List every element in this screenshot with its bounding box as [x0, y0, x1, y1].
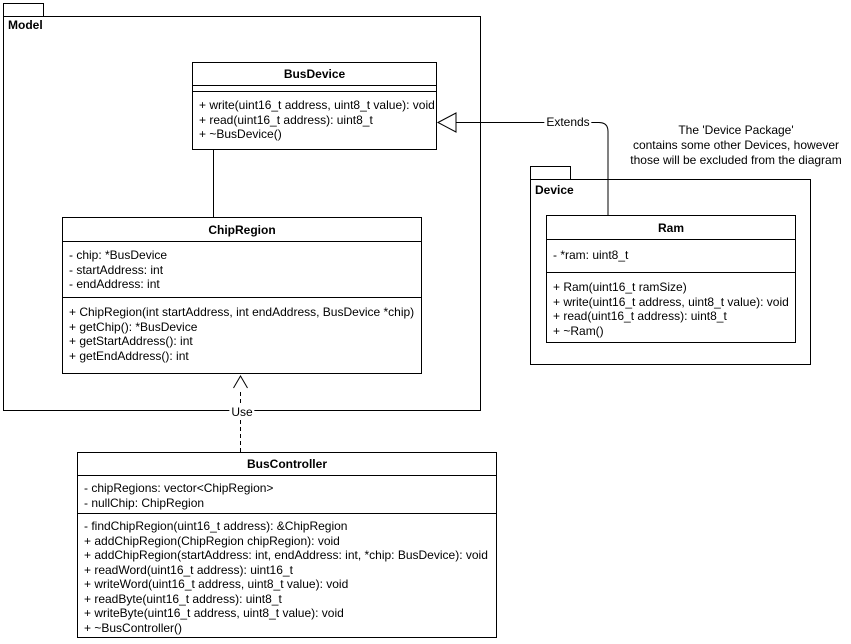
class-chipregion-attributes: - chip: *BusDevice - startAddress: int -… — [63, 242, 421, 298]
method-row: + ChipRegion(int startAddress, int endAd… — [69, 305, 415, 319]
method-row: + writeWord(uint16_t address, uint8_t va… — [84, 577, 349, 591]
method-row: + readWord(uint16_t address): uint16_t — [84, 562, 293, 577]
note-line: The 'Device Package' — [678, 123, 794, 137]
attribute-row: - chipRegions: vector<ChipRegion> — [84, 481, 274, 495]
method-row: + getStartAddress(): int — [69, 334, 193, 348]
method-row: + read(uint16_t address): uint8_t — [553, 309, 727, 323]
method-row: - findChipRegion(uint16_t address): &Chi… — [84, 519, 348, 533]
class-busdevice-title: BusDevice — [193, 63, 436, 86]
class-busdevice: BusDevice + write(uint16_t address, uint… — [192, 62, 437, 150]
class-busdevice-methods: + write(uint16_t address, uint8_t value)… — [193, 92, 436, 149]
note-text: The 'Device Package' contains some other… — [626, 123, 846, 168]
attribute-row: - endAddress: int — [69, 277, 160, 291]
method-row: + readByte(uint16_t address): uint8_t — [84, 591, 282, 606]
method-row: + addChipRegion(startAddress: int, endAd… — [84, 548, 488, 562]
note-line: those will be excluded from the diagram — [630, 153, 842, 167]
class-chipregion: ChipRegion - chip: *BusDevice - startAdd… — [62, 217, 422, 374]
method-row: + write(uint16_t address, uint8_t value)… — [553, 294, 789, 309]
note-line: contains some other Devices, however — [632, 138, 840, 152]
class-ram-attributes: - *ram: uint8_t — [547, 240, 795, 273]
method-row: + ~BusDevice() — [199, 127, 282, 141]
method-row: + Ram(uint16_t ramSize) — [553, 280, 687, 294]
class-chipregion-title: ChipRegion — [63, 218, 421, 242]
class-ram-methods: + Ram(uint16_t ramSize) + write(uint16_t… — [547, 273, 795, 342]
model-package-label: Model — [8, 18, 43, 32]
method-row: + addChipRegion(ChipRegion chipRegion): … — [84, 533, 340, 548]
class-busdevice-attributes — [193, 86, 436, 92]
model-package-tab — [3, 3, 44, 17]
device-package-label: Device — [535, 183, 574, 197]
class-chipregion-methods: + ChipRegion(int startAddress, int endAd… — [63, 298, 421, 373]
method-row: + getEndAddress(): int — [69, 348, 189, 363]
method-row: + writeByte(uint16_t address, uint8_t va… — [84, 606, 344, 620]
method-row: + ~BusController() — [84, 620, 183, 635]
method-row: + read(uint16_t address): uint8_t — [199, 112, 373, 127]
method-row: + write(uint16_t address, uint8_t value)… — [199, 98, 435, 112]
class-buscontroller-title: BusController — [78, 453, 496, 476]
extends-edge-label: Extends — [544, 115, 592, 129]
class-buscontroller-methods: - findChipRegion(uint16_t address): &Chi… — [78, 514, 496, 637]
class-buscontroller: BusController - chipRegions: vector<Chip… — [77, 452, 497, 638]
class-buscontroller-attributes: - chipRegions: vector<ChipRegion> - null… — [78, 476, 496, 514]
class-ram-title: Ram — [547, 216, 795, 240]
use-edge-label: Use — [229, 405, 255, 419]
attribute-row: - startAddress: int — [69, 262, 164, 277]
device-package-tab — [530, 166, 571, 180]
method-row: + ~Ram() — [553, 323, 604, 338]
attribute-row: - *ram: uint8_t — [553, 248, 629, 262]
method-row: + getChip(): *BusDevice — [69, 319, 198, 334]
class-ram: Ram - *ram: uint8_t + Ram(uint16_t ramSi… — [546, 215, 796, 343]
attribute-row: - chip: *BusDevice — [69, 248, 168, 262]
attribute-row: - nullChip: ChipRegion — [84, 495, 205, 510]
